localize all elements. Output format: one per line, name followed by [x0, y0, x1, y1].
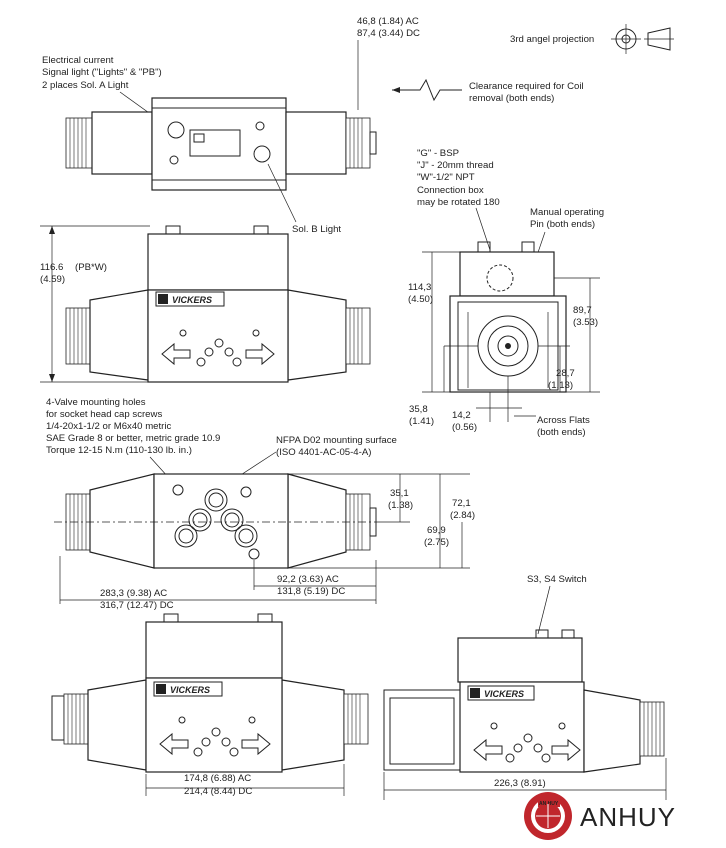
- manual-pin-label-1: Manual operating: [530, 207, 604, 218]
- dim-283-3: 283,3 (9.38) AC: [100, 588, 167, 599]
- front-view-switch: VICKERS: [51, 613, 369, 773]
- conn-box-label-1: Connection box: [417, 185, 484, 196]
- clearance-label-2: removal (both ends): [469, 93, 554, 104]
- dim-89-7: 89,7: [573, 305, 592, 316]
- dim-14-2: 14,2: [452, 410, 471, 421]
- pbw-label: (PB*W): [75, 262, 107, 273]
- across-flats-label-1: Across Flats: [537, 415, 590, 426]
- dim-116-6: 116.6: [40, 262, 63, 273]
- valve-holes-label-2: for socket head cap screws: [46, 409, 162, 420]
- dim-174-8: 174,8 (6.88) AC: [184, 773, 251, 784]
- company-name: ANHUY: [580, 802, 676, 832]
- dim-35-1-in: (1.38): [388, 500, 413, 511]
- dim-226-3: 226,3 (8.91): [494, 778, 546, 789]
- nfpa-label-1: NFPA D02 mounting surface: [276, 435, 397, 446]
- valve-holes-label-1: 4-Valve mounting holes: [46, 397, 146, 408]
- vickers-logo-3: VICKERS: [484, 689, 524, 699]
- nfpa-label-2: (ISO 4401-AC-05-4-A): [276, 447, 371, 458]
- dim-89-7-in: (3.53): [573, 317, 598, 328]
- anhuy-badge-text: AN HUY: [539, 801, 559, 807]
- dim-14-2-in: (0.56): [452, 422, 477, 433]
- dim-28-7-in: (1.13): [548, 380, 573, 391]
- dim-69-9-in: (2.75): [424, 537, 449, 548]
- dim-28-7: 28,7: [556, 368, 575, 379]
- dim-131-8: 131,8 (5.19) DC: [277, 586, 345, 597]
- dim-72-1-in: (2.84): [450, 510, 475, 521]
- valve-holes-label-3: 1/4-20x1-1/2 or M6x40 metric: [46, 421, 172, 432]
- dim-top-ac: 46,8 (1.84) AC: [357, 16, 419, 27]
- dim-72-1: 72,1: [452, 498, 471, 509]
- clearance-break-icon: [392, 78, 462, 102]
- elec-label-2: Signal light ("Lights" & "PB"): [42, 67, 162, 78]
- dim-69-9: 69,9: [427, 525, 446, 536]
- conn-box-label-2: may be rotated 180: [417, 197, 500, 208]
- elec-label-1: Electrical current: [42, 55, 114, 66]
- bottom-view: [65, 473, 377, 569]
- manual-pin-label-2: Pin (both ends): [530, 219, 595, 230]
- dim-35-8-in: (1.41): [409, 416, 434, 427]
- sol-b-label: Sol. B Light: [292, 224, 341, 235]
- across-flats-label-2: (both ends): [537, 427, 586, 438]
- projection-label: 3rd angel projection: [510, 34, 594, 45]
- clearance-label-1: Clearance required for Coil: [469, 81, 584, 92]
- w-npt-label: "W"-1/2" NPT: [417, 172, 475, 183]
- elec-label-3: 2 places Sol. A Light: [42, 80, 129, 91]
- vickers-logo-1: VICKERS: [172, 295, 212, 305]
- dim-92-2: 92,2 (3.63) AC: [277, 574, 339, 585]
- anhuy-logo: AN HUY: [524, 792, 572, 840]
- dim-114-3: 114,3: [408, 282, 431, 293]
- projection-symbol-icon: [611, 24, 674, 54]
- valve-holes-label-5: Torque 12-15 N.m (110-130 lb. in.): [46, 445, 192, 456]
- side-view: [449, 241, 567, 393]
- sol-a-light-icon: [167, 121, 185, 139]
- dim-top-dc: 87,4 (3.44) DC: [357, 28, 420, 39]
- g-bsp-label: "G" - BSP: [417, 148, 459, 159]
- switch-label: S3, S4 Switch: [527, 574, 587, 585]
- valve-holes-label-4: SAE Grade 8 or better, metric grade 10.9: [46, 433, 220, 444]
- dim-35-8: 35,8: [409, 404, 428, 415]
- dim-35-1: 35,1: [390, 488, 409, 499]
- vickers-logo-2: VICKERS: [170, 685, 210, 695]
- side-view-switch: VICKERS: [383, 629, 665, 773]
- dim-214-4: 214,4 (8.44) DC: [184, 786, 252, 797]
- top-view: [65, 97, 377, 191]
- front-view: VICKERS: [65, 225, 371, 383]
- dim-114-3-in: (4.50): [408, 294, 433, 305]
- sol-b-light-icon: [253, 145, 271, 163]
- j-thread-label: "J" - 20mm thread: [417, 160, 494, 171]
- dim-316-7: 316,7 (12.47) DC: [100, 600, 174, 611]
- dim-116-6-in: (4.59): [40, 274, 65, 285]
